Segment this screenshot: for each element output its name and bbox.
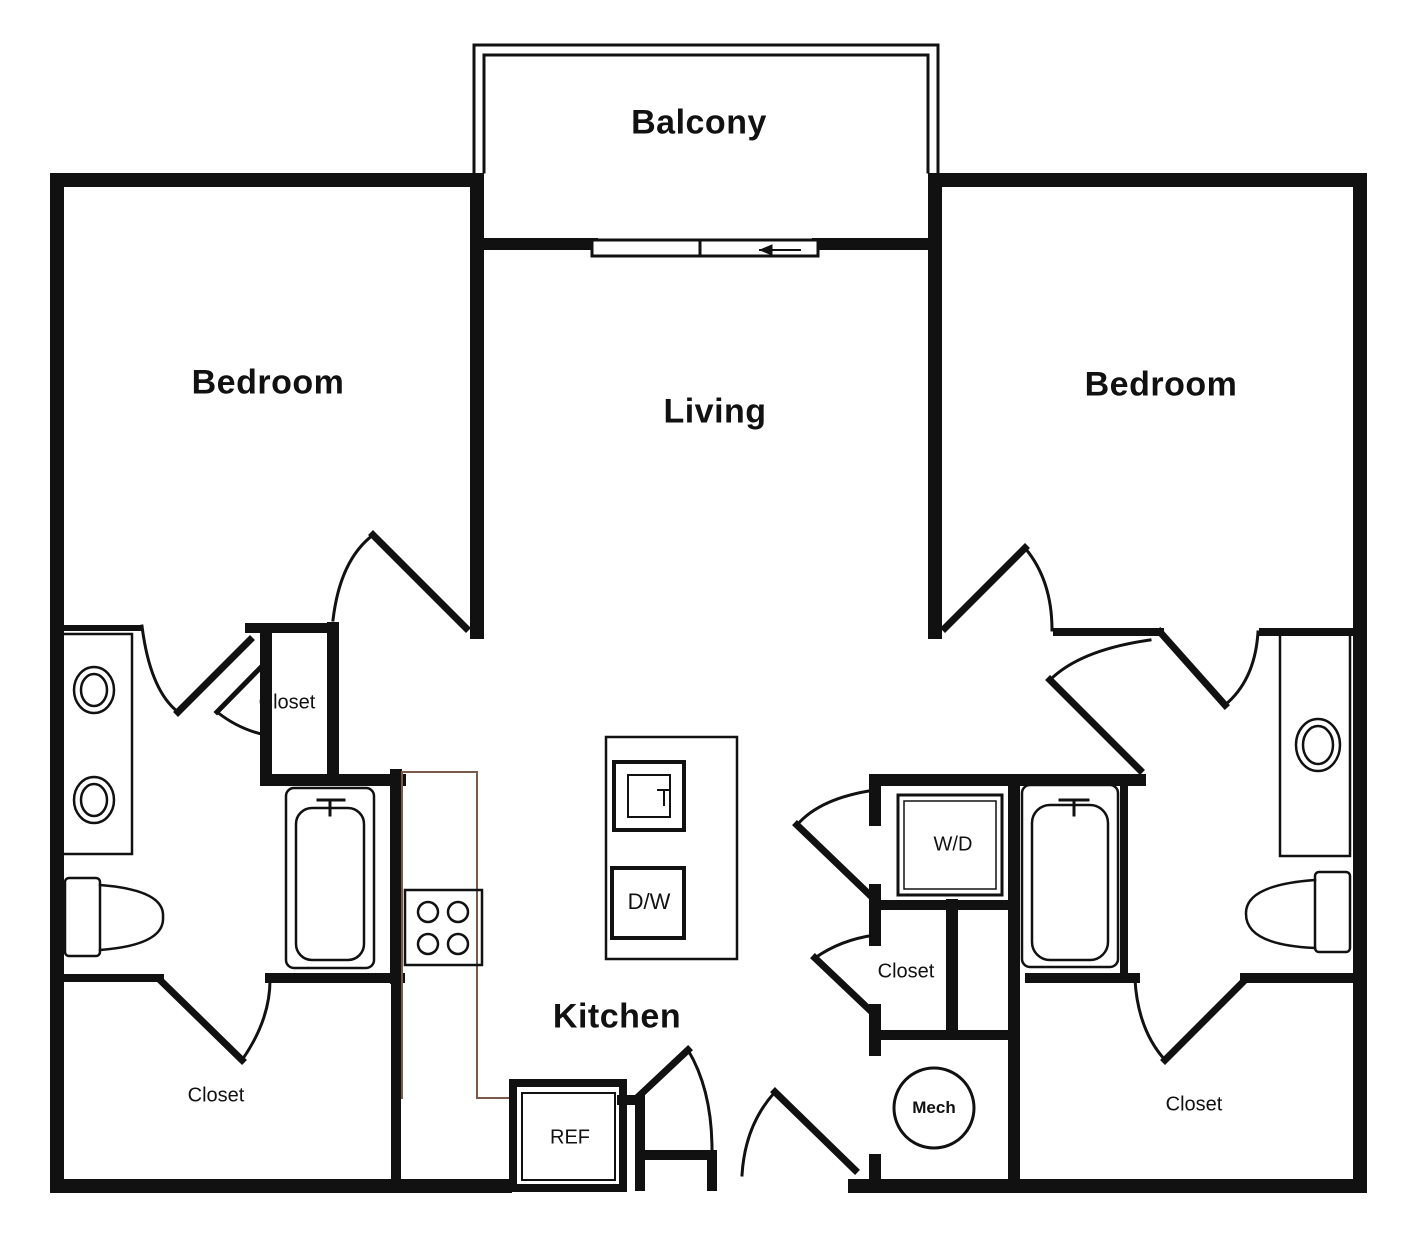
balcony-railing <box>472 43 940 174</box>
cooktop-icon <box>403 888 484 967</box>
right-bedroom-label: Bedroom <box>1084 365 1238 404</box>
washer-dryer-label: W/D <box>933 833 973 856</box>
closet-center-label: Closet <box>877 960 935 983</box>
refrigerator-icon <box>509 1079 717 1192</box>
left-bedroom-label: Bedroom <box>191 363 345 402</box>
right-bath-fixtures <box>1020 632 1352 969</box>
kitchen-counter <box>401 771 516 1099</box>
living-label: Living <box>663 392 767 431</box>
left-bath-fixtures <box>60 632 376 970</box>
dishwasher-label: D/W <box>627 889 671 914</box>
kitchen-island <box>604 735 739 961</box>
mechanical-label: Mech <box>912 1098 956 1117</box>
mechanical-icon <box>892 1066 976 1150</box>
door-swings <box>140 530 1260 1177</box>
exterior-walls <box>50 173 1367 1193</box>
sliding-door <box>471 238 941 258</box>
kitchen-label: Kitchen <box>552 997 682 1036</box>
balcony-label: Balcony <box>631 103 767 142</box>
washer-dryer-icon <box>896 793 1004 897</box>
interior-walls <box>53 173 1365 1192</box>
closet-left-bottom-label: Closet <box>187 1084 245 1107</box>
closet-left-small-label: Closet <box>258 691 316 714</box>
closet-right-bottom-label: Closet <box>1165 1093 1223 1116</box>
refrigerator-label: REF <box>550 1126 590 1149</box>
